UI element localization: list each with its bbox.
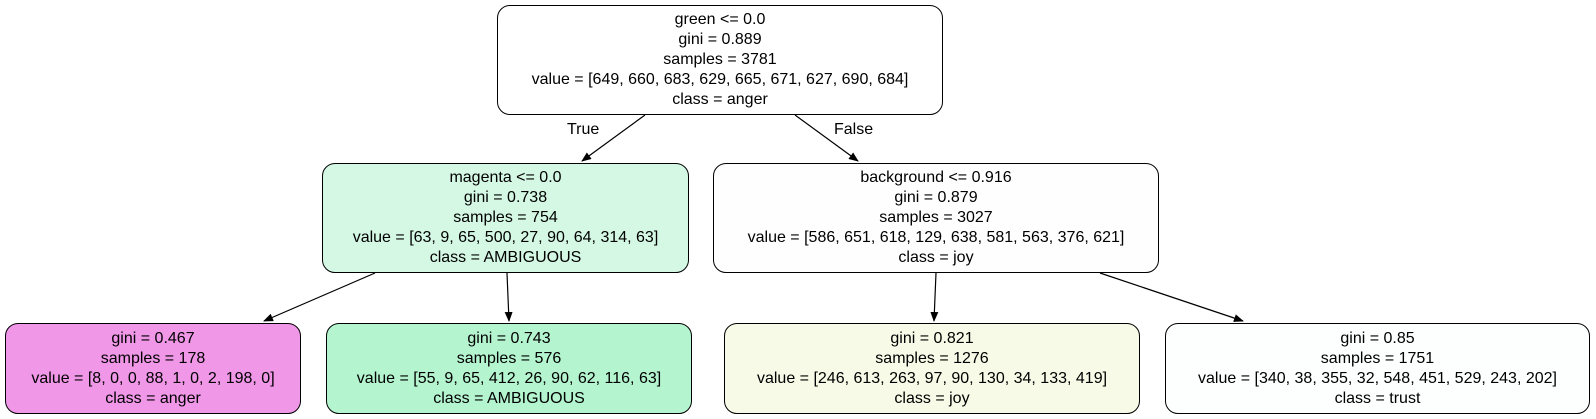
edge-label-false: False [834, 121, 874, 138]
node-class: class = anger [672, 91, 768, 108]
node-value: value = [63, 9, 65, 500, 27, 90, 64, 314… [352, 229, 659, 246]
node-split: background <= 0.916 [860, 169, 1012, 186]
node-gini: gini = 0.889 [678, 31, 762, 48]
node-value: value = [55, 9, 65, 412, 26, 90, 62, 116… [356, 369, 662, 387]
node-samples: samples = 754 [453, 209, 558, 226]
node-samples: samples = 1751 [1320, 349, 1435, 367]
node-value: value = [246, 613, 263, 97, 90, 130, 34,… [756, 369, 1108, 387]
node-gini: gini = 0.879 [894, 189, 978, 206]
node-gini: gini = 0.467 [111, 329, 195, 347]
node-samples: samples = 3781 [663, 51, 777, 68]
edge-right-rightleft [930, 272, 939, 322]
edge-root-left [581, 114, 646, 162]
node-class: class = joy [894, 389, 970, 407]
node-samples: samples = 576 [456, 349, 562, 367]
tree-node-right: background <= 0.916 gini = 0.879 samples… [713, 163, 1159, 273]
tree-node-right-left: gini = 0.821 samples = 1276 value = [246… [724, 323, 1140, 414]
tree-node-root: green <= 0.0 gini = 0.889 samples = 3781… [497, 5, 943, 115]
edge-root-right [794, 114, 859, 162]
node-value: value = [586, 651, 618, 129, 638, 581, 5… [747, 229, 1125, 246]
node-gini: gini = 0.738 [463, 189, 548, 206]
node-gini: gini = 0.85 [1340, 329, 1415, 347]
tree-node-left-right: gini = 0.743 samples = 576 value = [55, … [326, 323, 692, 414]
tree-node-right-right: gini = 0.85 samples = 1751 value = [340,… [1165, 323, 1590, 414]
node-value: value = [649, 660, 683, 629, 665, 671, 6… [531, 71, 909, 88]
node-class: class = anger [105, 389, 201, 407]
node-class: class = trust [1334, 389, 1421, 407]
edge-left-leftleft [263, 272, 376, 322]
node-class: class = AMBIGUOUS [433, 389, 585, 407]
node-split: green <= 0.0 [674, 11, 766, 28]
edge-left-leftright [504, 272, 513, 322]
node-class: class = AMBIGUOUS [429, 249, 582, 266]
edge-label-true: True [567, 121, 600, 138]
edge-right-rightright [1099, 272, 1244, 322]
node-gini: gini = 0.821 [890, 329, 974, 347]
node-value: value = [340, 38, 355, 32, 548, 451, 529… [1198, 369, 1557, 387]
node-gini: gini = 0.743 [467, 329, 551, 347]
node-samples: samples = 3027 [879, 209, 993, 226]
tree-node-left: magenta <= 0.0 gini = 0.738 samples = 75… [322, 163, 689, 273]
node-samples: samples = 1276 [875, 349, 989, 367]
node-split: magenta <= 0.0 [449, 169, 562, 186]
node-value: value = [8, 0, 0, 88, 1, 0, 2, 198, 0] [31, 369, 275, 387]
node-class: class = joy [898, 249, 974, 266]
tree-node-left-left: gini = 0.467 samples = 178 value = [8, 0… [5, 323, 301, 414]
node-samples: samples = 178 [100, 349, 206, 367]
